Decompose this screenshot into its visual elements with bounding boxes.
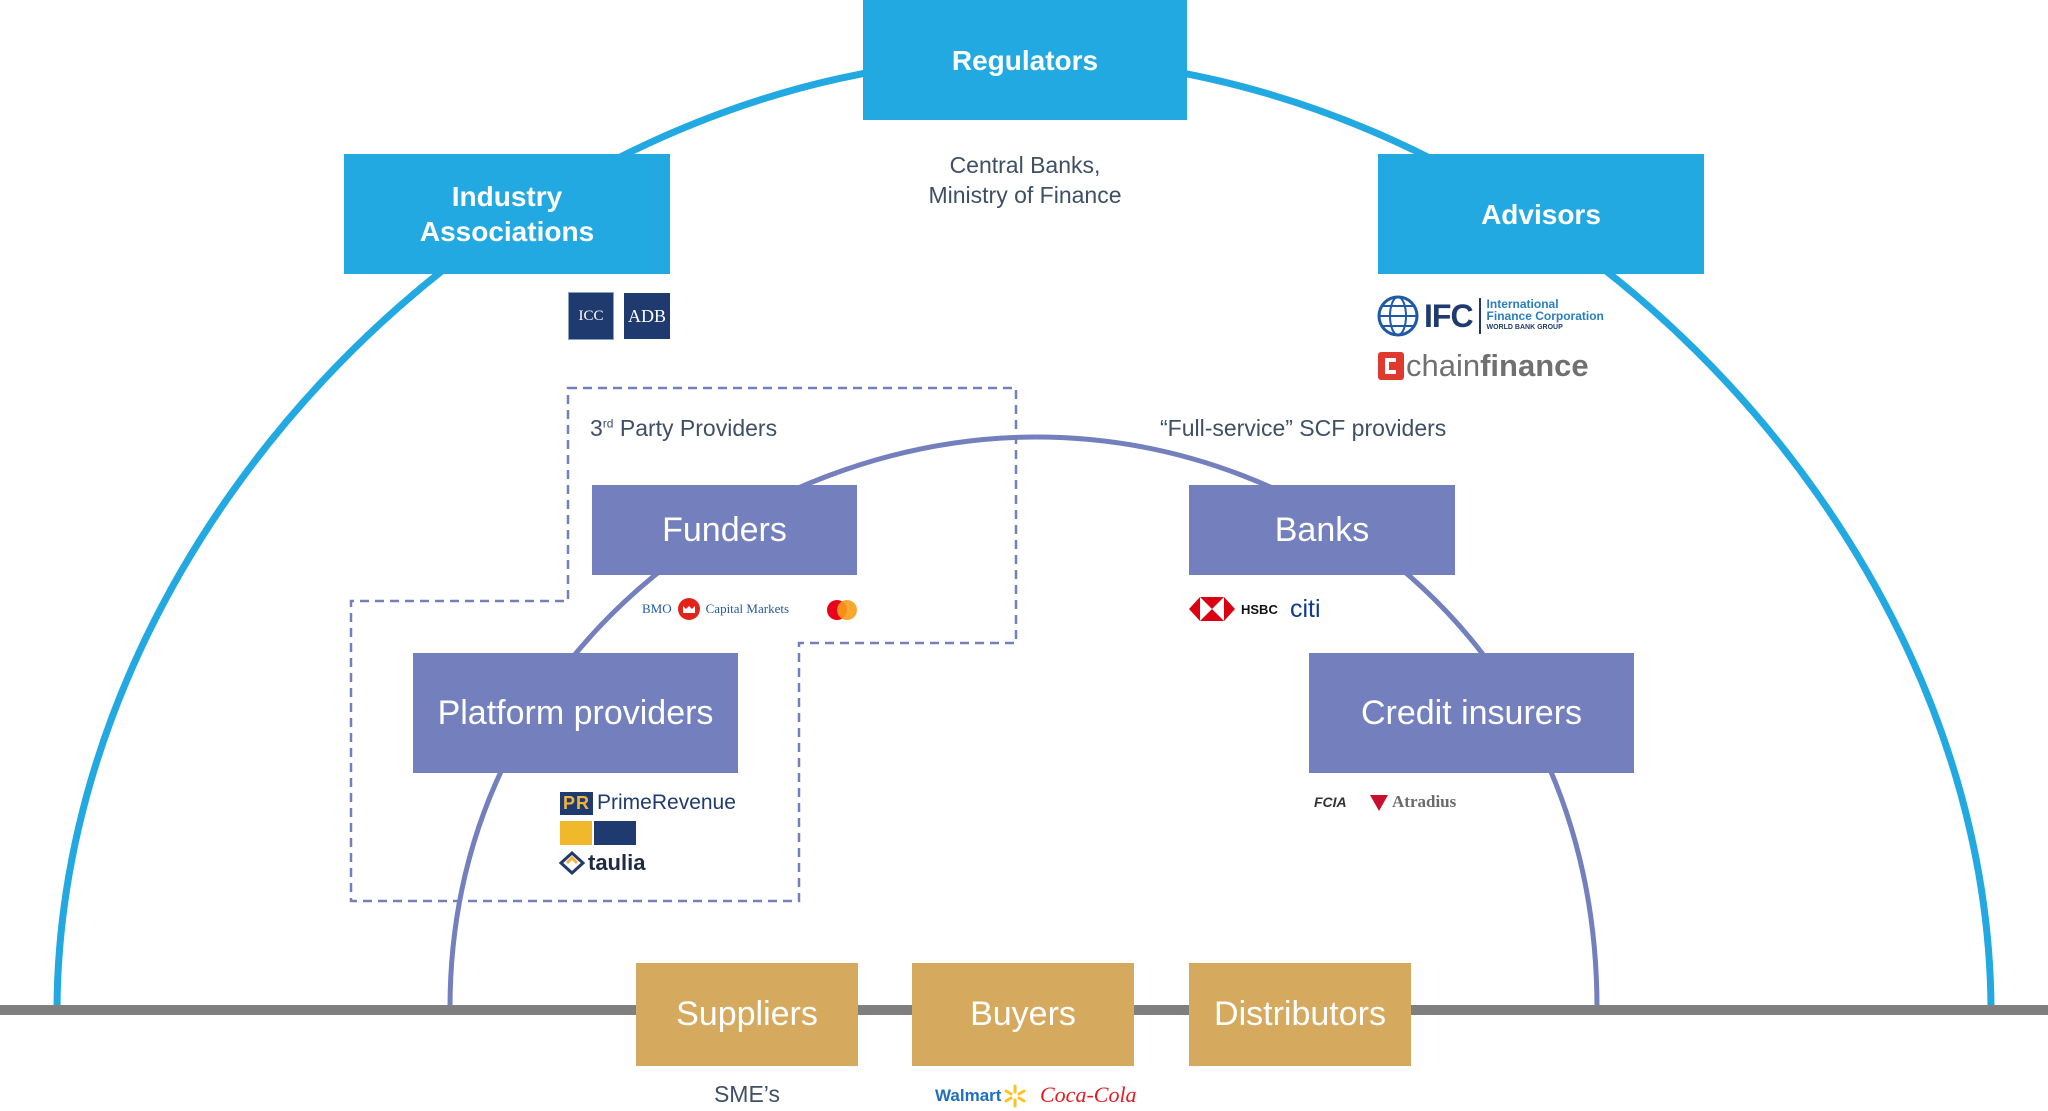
orbian-mark — [560, 821, 592, 845]
distributors-box: Distributors — [1189, 963, 1411, 1066]
bmo-roundel-icon — [677, 598, 700, 620]
chainfinance-text-a: chain — [1406, 348, 1481, 383]
funders-label: Funders — [662, 510, 787, 549]
chainfinance-text-b: finance — [1480, 348, 1589, 383]
suppliers-box: Suppliers — [636, 963, 858, 1066]
icc-logo: ICC — [568, 292, 614, 340]
bmo-text: BMO — [642, 601, 672, 616]
hsbc-text: HSBC — [1241, 601, 1278, 617]
primerevenue-text: PrimeRevenue — [597, 791, 736, 814]
adb-logo: ADB — [624, 293, 670, 339]
ifc-group: WORLD BANK GROUP — [1486, 324, 1563, 331]
primerevenue-mark: PR — [560, 791, 594, 815]
taulia-logo: taulia — [558, 849, 645, 877]
suppliers-label: Suppliers — [676, 995, 818, 1033]
buyers-box: Buyers — [912, 963, 1134, 1066]
third-party-region — [349, 386, 1018, 903]
credit-insurers-label: Credit insurers — [1360, 693, 1583, 732]
ifc-divider — [1478, 298, 1481, 334]
walmart-logo: Walmart — [935, 1082, 1027, 1110]
platform-providers-box: Platform providers — [413, 653, 738, 773]
hsbc-logo: HSBC — [1189, 596, 1278, 622]
third-party-caption: 3rd Party Providers — [590, 415, 777, 442]
ifc-name-block: International Finance Corporation WORLD … — [1487, 298, 1604, 334]
ifc-logo: IFC International Finance Corporation WO… — [1376, 292, 1604, 340]
full-service-text: “Full-service” SCF providers — [1160, 415, 1447, 441]
taulia-mark-icon — [558, 851, 586, 875]
fcia-text: FCIA — [1314, 794, 1347, 810]
platform-providers-label: Platform providers — [437, 693, 714, 732]
adb-logo-text: ADB — [624, 293, 670, 339]
third-party-prefix: 3 — [590, 415, 603, 441]
ifc-wordmark: IFC — [1424, 297, 1474, 334]
walmart-spark-icon — [1004, 1084, 1026, 1108]
mastercard-logo — [825, 597, 859, 623]
citi-logo: citi — [1290, 594, 1321, 624]
credit-insurers-box: Credit insurers — [1309, 653, 1634, 773]
bmo-logo: BMO Capital Markets — [642, 596, 789, 622]
smes-text: SME’s — [713, 1081, 781, 1107]
walmart-text: Walmart — [935, 1086, 1002, 1105]
atradius-logo: Atradius — [1368, 787, 1456, 817]
smes-caption: SME’s — [636, 1081, 858, 1108]
industry-associations-label-1: Industry — [451, 181, 563, 212]
regulators-caption-line-2: Ministry of Finance — [928, 182, 1122, 208]
fcia-logo: FCIA — [1314, 789, 1347, 815]
ifc-name-line-2: Finance Corporation — [1486, 309, 1604, 323]
advisors-box: Advisors — [1378, 154, 1704, 274]
funders-box: Funders — [592, 485, 857, 575]
cocacola-logo: Coca-Cola — [1040, 1080, 1137, 1110]
third-party-suffix: Party Providers — [613, 415, 778, 441]
citi-text: citi — [1290, 594, 1321, 623]
atradius-mark-icon — [1370, 795, 1388, 811]
regulators-label: Regulators — [951, 44, 1099, 76]
third-party-sup: rd — [602, 416, 614, 431]
taulia-text: taulia — [588, 850, 646, 875]
industry-associations-label-2: Associations — [419, 216, 595, 247]
primerevenue-logo: PR PrimeRevenue — [560, 790, 736, 816]
distributors-label: Distributors — [1214, 995, 1386, 1033]
banks-label: Banks — [1274, 510, 1370, 549]
advisors-label: Advisors — [1481, 198, 1601, 230]
full-service-caption: “Full-service” SCF providers — [1160, 415, 1446, 442]
atradius-text: Atradius — [1392, 792, 1457, 811]
industry-associations-box: Industry Associations — [344, 154, 670, 274]
regulators-caption-line-1: Central Banks, — [949, 152, 1101, 178]
regulators-box: Regulators — [863, 0, 1187, 120]
hsbc-hexagon-icon — [1189, 597, 1235, 621]
mastercard-circles-icon — [827, 600, 857, 620]
globe-icon — [1377, 295, 1419, 337]
ifc-name-line-1: International — [1486, 297, 1559, 311]
chainfinance-mark-icon — [1378, 352, 1404, 380]
capital-markets-text: Capital Markets — [705, 601, 790, 616]
orbian-bar — [594, 821, 636, 845]
regulators-caption: Central Banks, Ministry of Finance — [880, 150, 1170, 210]
banks-box: Banks — [1189, 485, 1455, 575]
buyers-label: Buyers — [970, 995, 1076, 1033]
cocacola-text: Coca-Cola — [1040, 1082, 1137, 1107]
icc-logo-text: ICC — [568, 292, 614, 340]
orbian-logo — [560, 821, 636, 845]
